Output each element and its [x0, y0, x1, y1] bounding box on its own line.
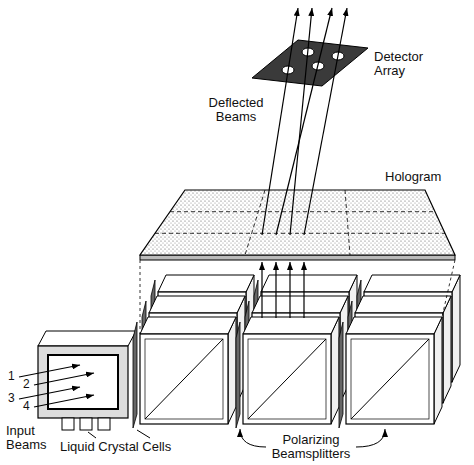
- input-beam: [19, 365, 94, 407]
- part-label: Liquid Crystal Cells: [60, 440, 171, 454]
- hologram-plate: [140, 190, 455, 260]
- callout-number: 1: [8, 370, 15, 383]
- part-label: Polarizing Beamsplitters: [255, 433, 367, 461]
- callout-number: 2: [23, 378, 30, 391]
- part-label: Input Beams: [6, 424, 52, 452]
- part-label: Hologram: [385, 170, 441, 184]
- deflected-beam: [262, 8, 347, 235]
- detector-array: [252, 40, 368, 86]
- callout-number: 4: [23, 400, 30, 413]
- beamsplitter-cube: [133, 317, 442, 428]
- part-label: Detector Array: [374, 50, 446, 78]
- callout-number: 3: [8, 392, 15, 405]
- beam-arrow: [262, 262, 304, 318]
- input-frame: [38, 331, 136, 430]
- part-label: Deflected Beams: [200, 96, 272, 124]
- projection-line: [140, 260, 455, 334]
